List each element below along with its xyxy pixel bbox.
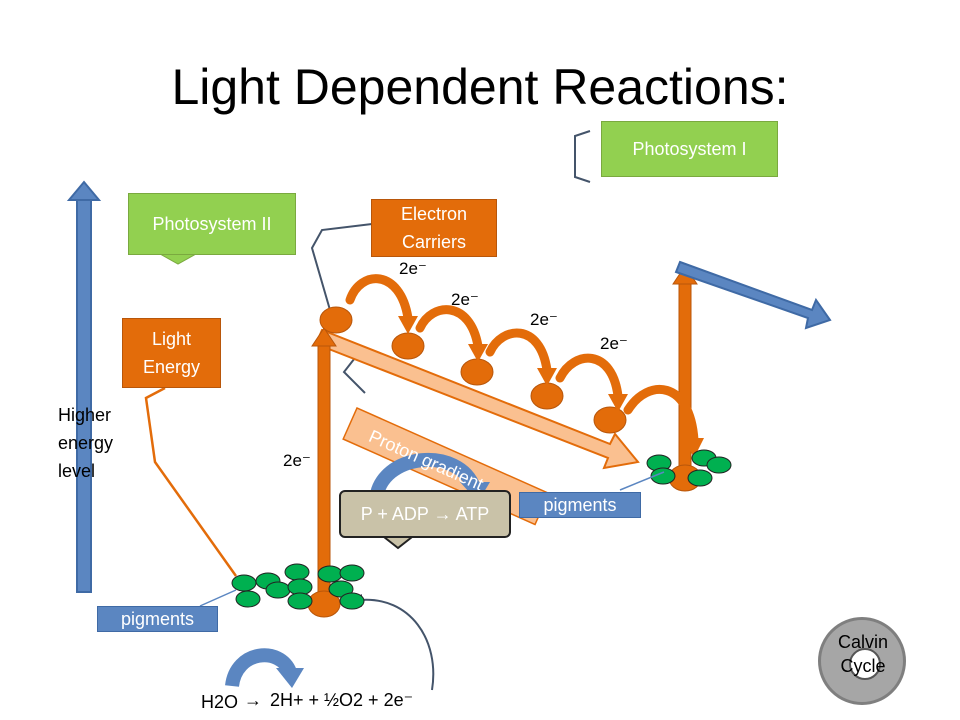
energy-level-arrow <box>66 180 102 593</box>
psi-output-arrow <box>674 260 832 330</box>
calvin-cycle-label: Calvin Cycle <box>837 632 889 676</box>
pigments-left-pointer <box>199 589 237 607</box>
water-split-arrow <box>225 648 304 688</box>
hop-arrow-heads <box>398 316 704 458</box>
electron-label-vertical: 2e⁻ <box>283 451 311 470</box>
hop-arrow <box>415 305 483 351</box>
hop-arrow <box>623 384 699 445</box>
hop-arrow <box>555 353 623 401</box>
psii-electron-arrow <box>311 327 337 601</box>
carrier-circle <box>391 332 425 360</box>
electron-transport-arrow <box>314 328 640 470</box>
carrier-circle <box>593 406 627 434</box>
page-title: Light Dependent Reactions: <box>171 59 789 115</box>
photosystem-ii-label: Photosystem II <box>128 193 296 255</box>
hop-arrow <box>345 274 413 323</box>
photosystem-ii-callout-tail <box>158 253 198 265</box>
water-arrow-glyph: → <box>244 690 262 710</box>
hop-arrow <box>485 328 552 375</box>
pigments-right-pointer <box>619 471 665 491</box>
water-electron-arrow <box>359 598 435 691</box>
water-products-label: 2H+ + ½O2 + 2e⁻ <box>270 690 414 710</box>
electron-carriers-label: Electron Carriers <box>371 199 497 257</box>
light-energy-label: Light Energy <box>122 318 221 388</box>
atp-reaction-box: P + ADP → ATP <box>339 490 511 538</box>
carrier-circle <box>530 382 564 410</box>
electron-label-3: 2e⁻ <box>530 310 558 329</box>
pigments-left-label: pigments <box>97 606 218 632</box>
photosystem-i-label: Photosystem I <box>601 121 778 177</box>
pigment-cluster-psi <box>646 449 732 487</box>
electron-carriers-callout-line <box>310 223 373 311</box>
electron-label-1: 2e⁻ <box>399 259 427 278</box>
carrier-circle <box>460 358 494 386</box>
water-h2o-label: H2O <box>201 692 239 712</box>
atp-callout-tail <box>381 536 415 550</box>
electron-label-4: 2e⁻ <box>600 334 628 353</box>
calvin-cycle-center <box>849 648 881 680</box>
carrier-circle <box>319 306 353 334</box>
electron-label-2: 2e⁻ <box>451 290 479 309</box>
pigment-cluster-psii <box>231 563 365 610</box>
higher-energy-level-label: Higher energy level <box>58 405 114 481</box>
proton-gradient-callout-line <box>342 353 366 394</box>
photosystem-i-bracket <box>574 130 591 183</box>
calvin-cycle-icon <box>818 617 906 705</box>
electron-hop-arrows <box>345 274 699 445</box>
pigments-right-label: pigments <box>519 492 641 518</box>
light-energy-line <box>144 386 238 577</box>
